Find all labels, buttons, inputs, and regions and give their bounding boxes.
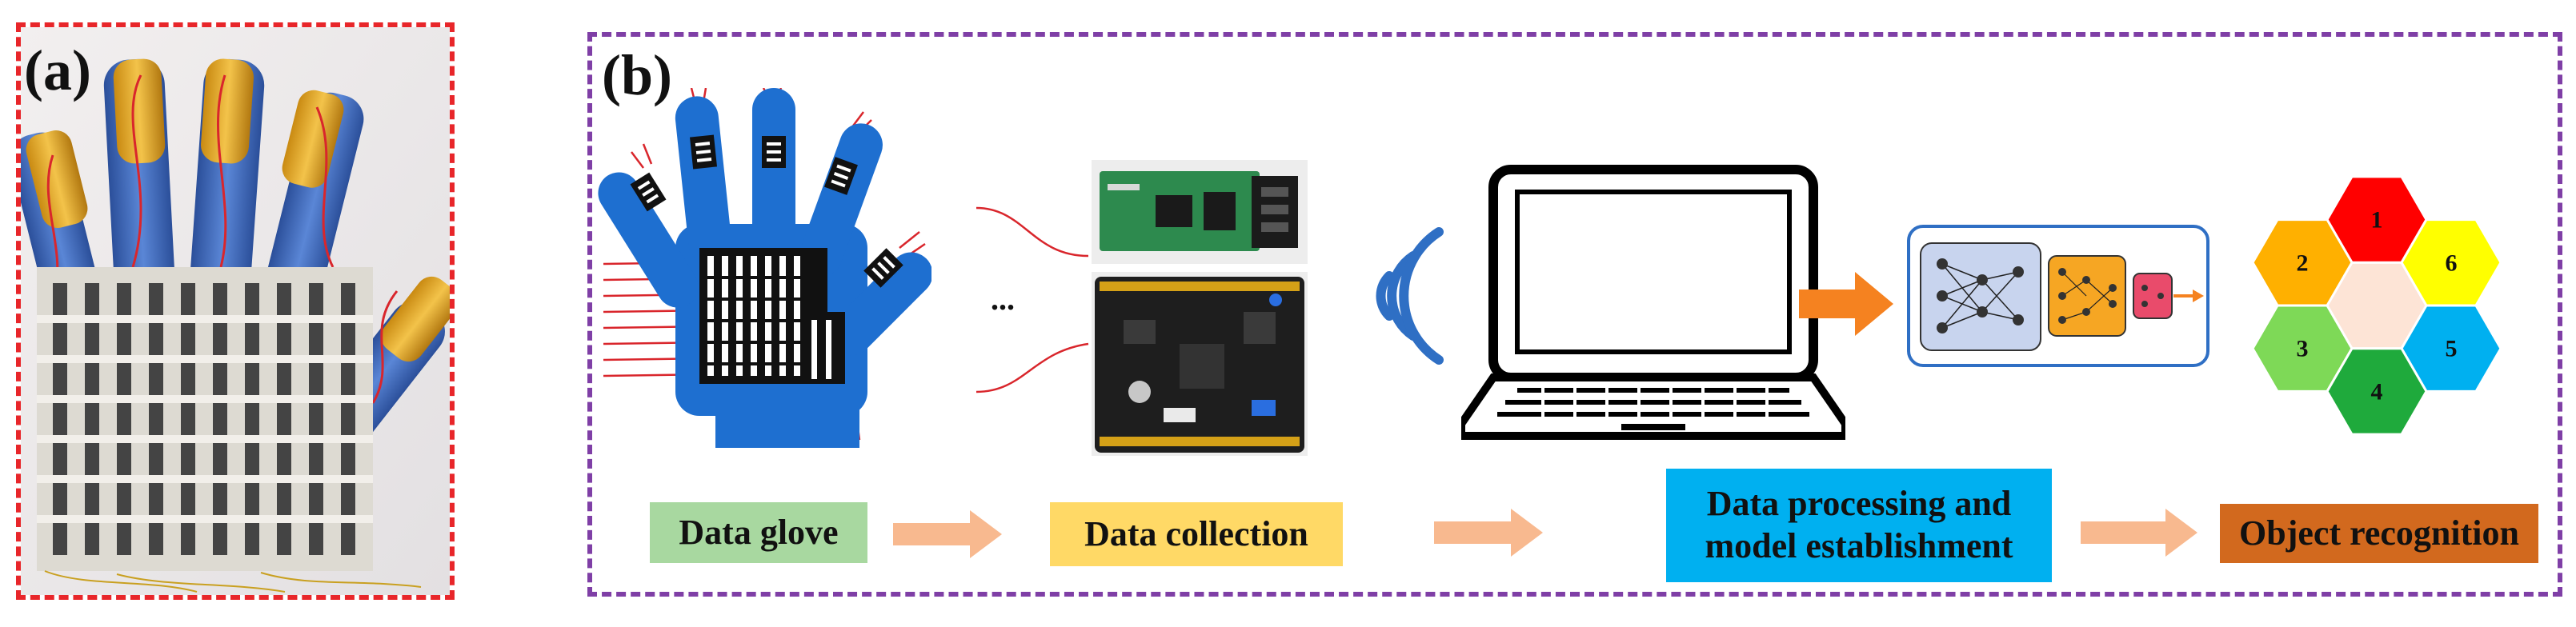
panel-a-label: (a): [24, 38, 91, 102]
hexagon-label-3: 3: [2297, 336, 2309, 362]
microcontroller-board: [1092, 272, 1308, 456]
finger-sensors: [630, 134, 903, 288]
stage-data-collection: Data collection: [1050, 502, 1343, 566]
palm-sensor-grid: [699, 248, 845, 384]
stage-data-glove-label: Data glove: [679, 512, 839, 552]
stage-object-recognition: Object recognition: [2220, 504, 2538, 563]
photo-fingertip-sensors: [26, 58, 450, 362]
wireless-signal-icon: [1376, 227, 1444, 365]
hexagon-label-4: 4: [2371, 378, 2383, 405]
data-collection-boards: [1092, 160, 1308, 456]
stage-data-processing: Data processing and model establishment: [1666, 469, 2052, 582]
stage-data-glove: Data glove: [650, 502, 867, 563]
panel-a-frame: [16, 22, 455, 600]
panel-b-label: (b): [602, 43, 672, 107]
glove-schematic: [598, 88, 931, 448]
ellipsis-text: ...: [991, 281, 1015, 317]
photo-palm-sensor-patch: [37, 267, 373, 571]
laptop-icon: [1461, 165, 1845, 440]
hexagon-label-1: 1: [2371, 207, 2383, 234]
flow-arrow-1: [893, 510, 1002, 558]
glove-to-board-wires: [976, 206, 1089, 393]
flow-arrow-2: [1434, 509, 1543, 557]
hexagon-class-4: [2326, 347, 2428, 436]
arrow-to-model: [1799, 272, 1893, 336]
neural-network-diagram: [1907, 225, 2209, 367]
hexagon-label-2: 2: [2297, 250, 2309, 276]
hexagon-label-6: 6: [2446, 250, 2458, 276]
stage-data-processing-label: Data processing and model establishment: [1705, 484, 2013, 565]
flow-arrow-3: [2081, 509, 2197, 557]
photo-wires: [46, 74, 399, 404]
wireless-module: [1092, 160, 1308, 264]
object-class-hexagons: 1 2 6 3 5 4: [2251, 175, 2502, 436]
photo-bottom-wires: [44, 570, 422, 593]
stage-object-recognition-label: Object recognition: [2239, 513, 2519, 553]
glove-photo: [21, 27, 450, 595]
panel-b-frame: [587, 32, 2562, 597]
stage-data-collection-label: Data collection: [1084, 513, 1308, 553]
hexagon-label-5: 5: [2446, 336, 2458, 362]
